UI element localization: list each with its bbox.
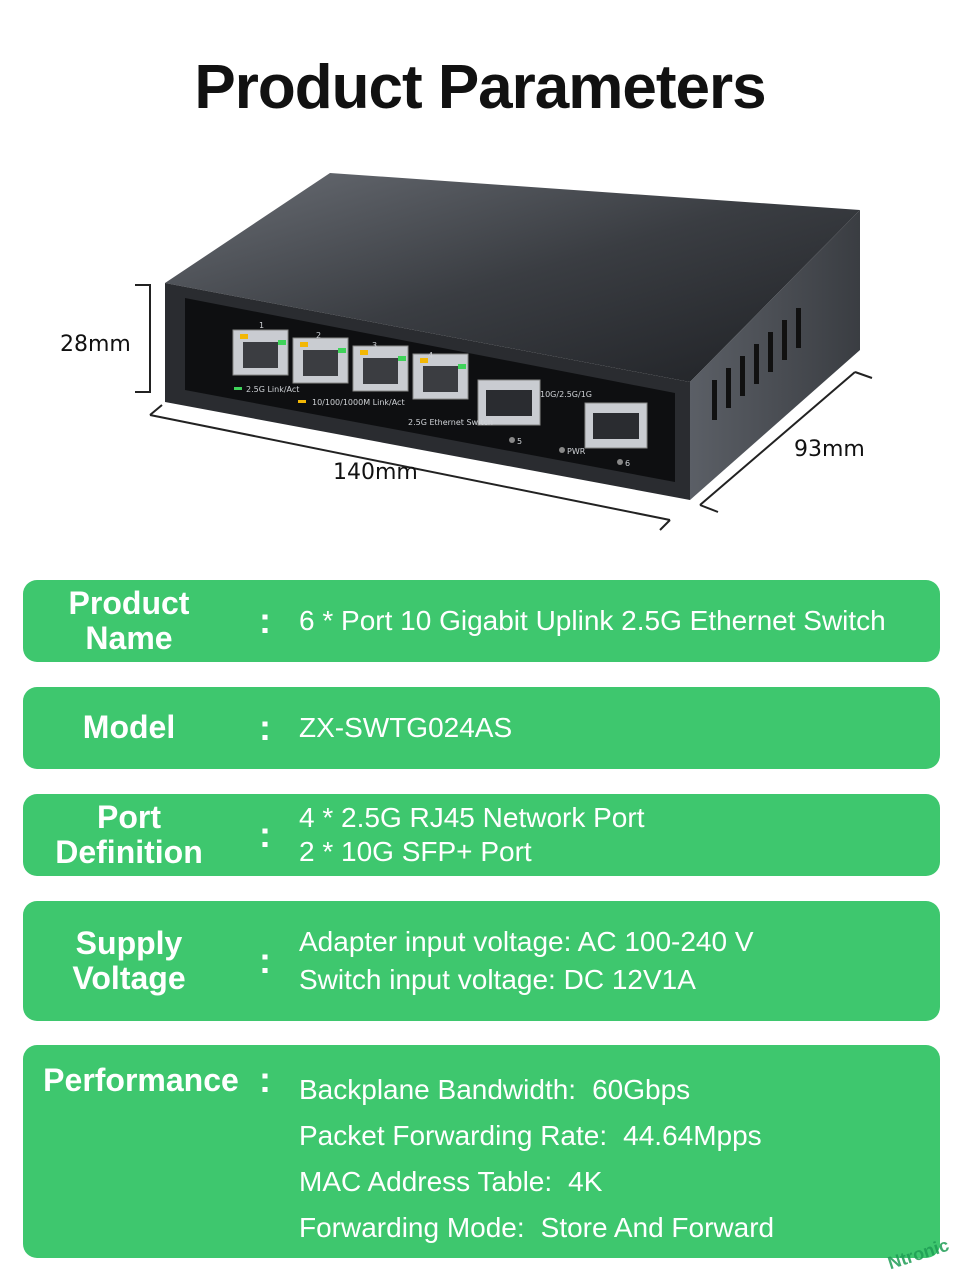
spec-colon: : xyxy=(259,940,271,981)
performance-value: Store And Forward xyxy=(540,1211,775,1243)
spec-label-model: Model xyxy=(82,709,176,746)
performance-value: 44.64Mpps xyxy=(623,1119,762,1151)
legend-green-swatch xyxy=(234,387,242,390)
spec-card-performance: Performance : Backplane Bandwidth: 60Gbps… xyxy=(23,1045,940,1258)
spec-colon: : xyxy=(259,1059,271,1100)
spec-value-model: ZX-SWTG024AS xyxy=(299,687,920,769)
spec-colon: : xyxy=(259,707,271,748)
port-number-2: 2 xyxy=(316,331,321,340)
sfp-speed-label: 10G/2.5G/1G xyxy=(540,390,592,399)
performance-row: Backplane Bandwidth: 60Gbps xyxy=(299,1067,920,1113)
spec-colon: : xyxy=(259,814,271,855)
side-vents xyxy=(712,308,801,420)
performance-row: MAC Address Table: 4K xyxy=(299,1159,920,1205)
switch-model-label: 2.5G Ethernet Switch xyxy=(408,418,493,427)
performance-key: Packet Forwarding Rate: xyxy=(299,1119,608,1151)
port-leds xyxy=(240,334,466,369)
port-number-1: 1 xyxy=(259,321,264,330)
rj45-jacks xyxy=(243,342,458,392)
spec-card-model: Model : ZX-SWTG024AS xyxy=(23,687,940,769)
performance-value: 4K xyxy=(568,1165,603,1197)
pwr-led xyxy=(559,447,565,453)
spec-value-supply-voltage: Adapter input voltage: AC 100-240 V Swit… xyxy=(299,901,920,1021)
legend-link-text: 2.5G Link/Act xyxy=(246,385,299,394)
supply-voltage-line: Adapter input voltage: AC 100-240 V xyxy=(299,926,754,958)
spec-colon: : xyxy=(259,600,271,641)
sfp-port-6-label: 6 xyxy=(625,459,630,468)
port-number-3: 3 xyxy=(372,341,377,350)
dimension-height: 28mm xyxy=(60,332,131,357)
legend-orange-swatch xyxy=(298,400,306,403)
page-title: Product Parameters xyxy=(194,53,766,122)
performance-key: Backplane Bandwidth: xyxy=(299,1074,577,1105)
performance-row: Forwarding Mode: Store And Forward xyxy=(299,1205,920,1251)
performance-key: Forwarding Mode: xyxy=(299,1211,525,1243)
product-figure: 1 2 3 4 2.5G Link/Act 10/100/1000M Link/… xyxy=(0,150,960,550)
sfp-openings xyxy=(486,390,639,439)
spec-label-performance: Performance xyxy=(43,1062,239,1098)
spec-label-product-name: Product Name xyxy=(68,584,190,656)
switch-top-face xyxy=(165,173,860,382)
sfp-port-5-label: 5 xyxy=(517,437,522,446)
performance-key: MAC Address Table: xyxy=(299,1165,553,1197)
spec-card-supply-voltage: Supply Voltage : Adapter input voltage: … xyxy=(23,901,940,1021)
switch-illustration: 1 2 3 4 2.5G Link/Act 10/100/1000M Link/… xyxy=(135,173,873,531)
model-value: ZX-SWTG024AS xyxy=(299,712,513,744)
port-definition-line: 4 * 2.5G RJ45 Network Port xyxy=(299,802,645,834)
pwr-label: PWR xyxy=(567,447,586,456)
performance-value: 60Gbps xyxy=(592,1074,691,1105)
port-definition-line: 2 * 10G SFP+ Port xyxy=(299,836,532,867)
spec-card-port-definition: Port Definition : 4 * 2.5G RJ45 Network … xyxy=(23,794,940,876)
port-number-4: 4 xyxy=(428,351,433,360)
spec-value-port-definition: 4 * 2.5G RJ45 Network Port 2 * 10G SFP+ … xyxy=(299,794,920,876)
legend-speed-text: 10/100/1000M Link/Act xyxy=(312,398,405,407)
dimension-depth: 93mm xyxy=(794,437,865,462)
sfp-6-led xyxy=(617,459,623,465)
dimension-width: 140mm xyxy=(333,460,418,485)
spec-label-supply-voltage: Supply Voltage xyxy=(72,924,186,996)
spec-value-product-name: 6 * Port 10 Gigabit Uplink 2.5G Ethernet… xyxy=(299,580,920,662)
spec-card-product-name: Product Name : 6 * Port 10 Gigabit Uplin… xyxy=(23,580,940,662)
performance-row: Packet Forwarding Rate: 44.64Mpps xyxy=(299,1113,920,1159)
spec-value-performance: Backplane Bandwidth: 60Gbps Packet Forwar… xyxy=(299,1045,920,1258)
product-name-value: 6 * Port 10 Gigabit Uplink 2.5G Ethernet… xyxy=(299,605,886,637)
panel-text: 1 2 3 4 2.5G Link/Act 10/100/1000M Link/… xyxy=(246,321,630,468)
dimension-lines xyxy=(135,284,873,531)
spec-label-port-definition: Port Definition xyxy=(55,798,203,870)
sfp-5-led xyxy=(509,437,515,443)
switch-side-face xyxy=(690,210,860,500)
supply-voltage-line: Switch input voltage: DC 12V1A xyxy=(299,964,696,995)
